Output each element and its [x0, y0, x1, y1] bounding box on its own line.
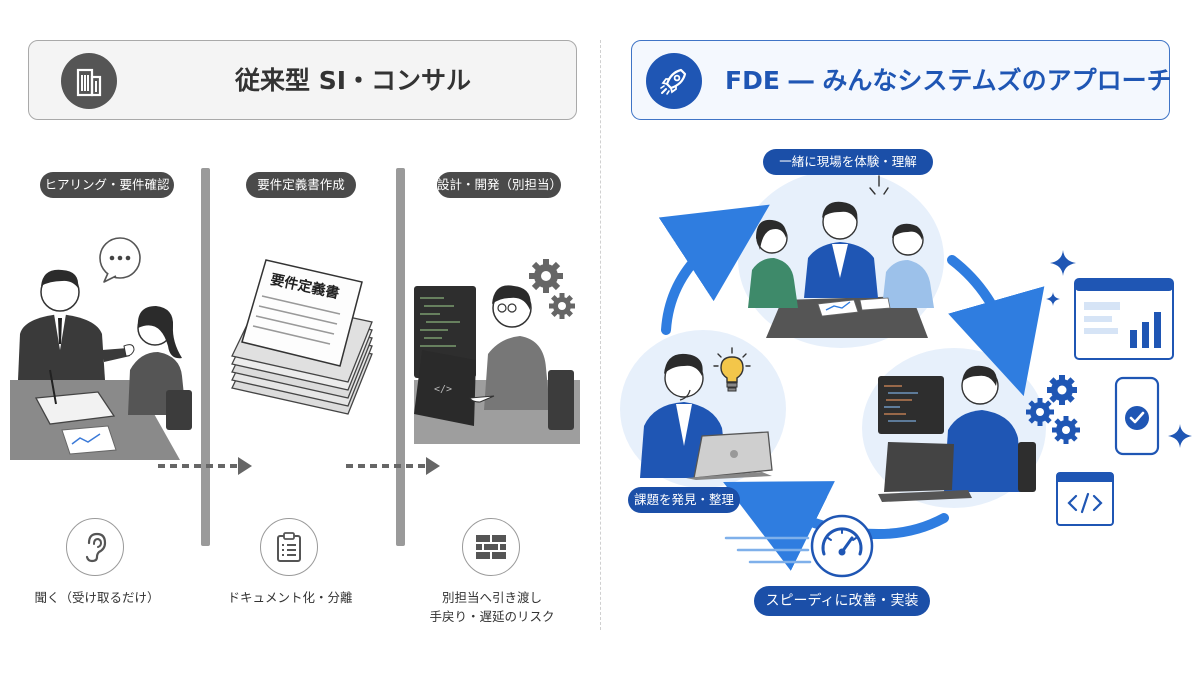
phase-wall-1 [201, 168, 210, 546]
caption-line: ドキュメント化・分離 [227, 590, 353, 605]
clipboard-icon [260, 518, 318, 576]
right-header: FDE ― みんなシステムズのアプローチ [631, 40, 1172, 120]
code-icon [1056, 472, 1114, 530]
caption-requirements-doc: ドキュメント化・分離 [222, 588, 358, 607]
rocket-icon [646, 53, 702, 109]
brick-wall-icon [462, 518, 520, 576]
building-icon [61, 53, 117, 109]
phase-wall-2 [396, 168, 405, 546]
caption-line: 別担当へ引き渡し [441, 590, 542, 605]
handoff-arrow-2 [346, 457, 440, 475]
caption-design-dev: 別担当へ引き渡し 手戻り・遅延のリスク [424, 588, 560, 626]
check-icon [1114, 376, 1160, 460]
dashboard-window-illustration [1074, 278, 1174, 360]
team-meeting-illustration [748, 201, 934, 338]
spark-lines [869, 175, 889, 195]
step-label-design-dev: 設計・開発（別担当） [437, 172, 562, 198]
requirements-document-stack [231, 259, 373, 415]
sparkle-icon [1050, 250, 1076, 276]
caption-line: 手戻り・遅延のリスク [429, 609, 555, 624]
gear-icon [524, 256, 578, 330]
gear-icon [1024, 372, 1084, 450]
hearing-meeting-illustration [10, 269, 192, 460]
center-divider [600, 40, 601, 630]
ear-icon [66, 518, 124, 576]
thinking-person-illustration [640, 353, 773, 480]
lightbulb-icon [712, 346, 752, 398]
caption-line: 聞く（受け取るだけ） [34, 590, 160, 605]
cycle-label-implement: スピーディに改善・実装 [754, 586, 930, 616]
handoff-arrow-1 [158, 457, 252, 475]
left-header-title: 従来型 SI・コンサル [235, 66, 472, 95]
separate-developer-illustration: </> [414, 285, 580, 444]
right-header-title: FDE ― みんなシステムズのアプローチ [725, 66, 1172, 95]
sparkle-icon [1046, 292, 1060, 306]
cycle-label-experience: 一緒に現場を体験・理解 [763, 149, 933, 175]
caption-hearing: 聞く（受け取るだけ） [32, 588, 162, 607]
step-label-hearing: ヒアリング・要件確認 [40, 172, 174, 198]
cycle-label-discover: 課題を発見・整理 [628, 487, 740, 513]
step-label-requirements-doc: 要件定義書作成 [246, 172, 356, 198]
left-header: 従来型 SI・コンサル [28, 40, 577, 120]
sparkle-icon [1168, 424, 1192, 448]
speedometer-icon [810, 514, 874, 582]
svg-text:</>: </> [434, 384, 452, 395]
chat-bubble-icon [96, 236, 146, 290]
fde-developer-illustration [878, 365, 1036, 502]
